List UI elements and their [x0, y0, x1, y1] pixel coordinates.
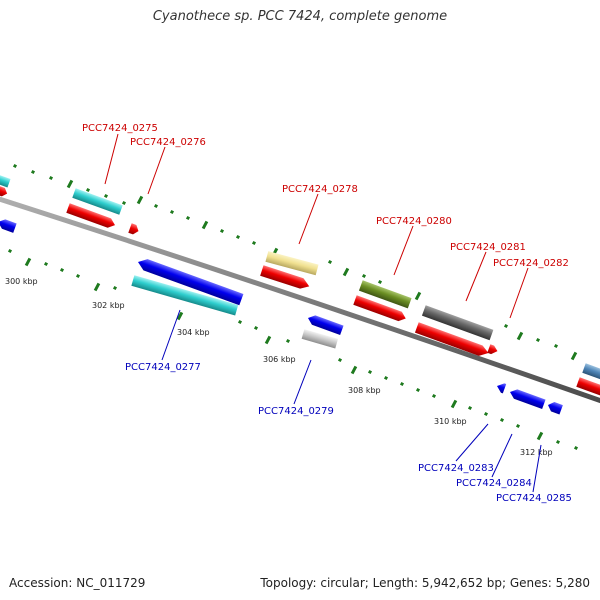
- gene-label-0282[interactable]: PCC7424_0282: [493, 258, 569, 269]
- outer-dotted-track: [12, 163, 578, 361]
- forward-leader-lines: [104, 133, 529, 319]
- gene-glyph-0277-cyan[interactable]: [131, 275, 239, 316]
- gene-glyph-left-cyan[interactable]: [0, 174, 11, 188]
- gene-glyph-0278-red[interactable]: [260, 265, 311, 291]
- reverse-leader-lines: [161, 309, 542, 493]
- gene-label-0283[interactable]: PCC7424_0283: [418, 463, 494, 474]
- gene-glyph-0281-gray[interactable]: [421, 305, 494, 341]
- genome-backbone: [0, 196, 600, 404]
- inner-dotted-track: [7, 248, 579, 451]
- gene-glyph-0285-blue[interactable]: [546, 400, 563, 415]
- gene-glyph-0279-gray[interactable]: [301, 329, 339, 349]
- gene-label-0278[interactable]: PCC7424_0278: [282, 184, 358, 195]
- gene-glyph-0277-blue[interactable]: [136, 256, 244, 306]
- kbp-label-308: 308 kbp: [348, 386, 381, 395]
- gene-label-0277[interactable]: PCC7424_0277: [125, 362, 201, 373]
- gene-glyph-left-red[interactable]: [0, 185, 9, 198]
- leader-0280: [393, 225, 414, 276]
- map-title: Cyanothece sp. PCC 7424, complete genome: [152, 9, 448, 24]
- gene-label-0280[interactable]: PCC7424_0280: [376, 216, 452, 227]
- accession-text: Accession: NC_011729: [9, 576, 146, 590]
- leader-0284: [491, 433, 513, 478]
- gene-glyph-right-steel[interactable]: [582, 363, 600, 383]
- kbp-label-300: 300 kbp: [5, 277, 38, 286]
- genome-summary-text: Topology: circular; Length: 5,942,652 bp…: [260, 576, 590, 590]
- gene-glyph-0279-blue[interactable]: [306, 313, 344, 336]
- gene-label-0285[interactable]: PCC7424_0285: [496, 493, 572, 504]
- gene-label-0276[interactable]: PCC7424_0276: [130, 137, 206, 148]
- kbp-label-304: 304 kbp: [177, 328, 210, 337]
- gene-glyph-left-blue[interactable]: [0, 217, 17, 233]
- leader-0278: [298, 193, 319, 245]
- kbp-label-312: 312 kbp: [520, 448, 553, 457]
- gene-glyph-0276-red[interactable]: [128, 223, 140, 235]
- leader-0275: [104, 133, 119, 185]
- gene-glyph-0275-red[interactable]: [66, 203, 116, 229]
- gene-glyph-0280-olive[interactable]: [358, 280, 412, 309]
- gene-glyph-0282-red[interactable]: [487, 344, 499, 356]
- gene-glyph-0280-red[interactable]: [353, 295, 407, 323]
- gene-glyph-0281-red[interactable]: [414, 322, 490, 358]
- gene-label-0284[interactable]: PCC7424_0284: [456, 478, 532, 489]
- gene-label-0279[interactable]: PCC7424_0279: [258, 406, 334, 417]
- gene-label-0275[interactable]: PCC7424_0275: [82, 123, 158, 134]
- kbp-label-302: 302 kbp: [92, 301, 125, 310]
- gene-glyph-0284-blue[interactable]: [508, 387, 546, 410]
- gene-glyph-0283-blue[interactable]: [495, 381, 507, 394]
- gene-glyph-0275-cyan[interactable]: [72, 188, 123, 215]
- leader-0282: [509, 267, 529, 319]
- leader-0281: [465, 251, 487, 302]
- kbp-label-306: 306 kbp: [263, 355, 296, 364]
- leader-0279: [293, 359, 312, 405]
- leader-0277: [161, 309, 181, 361]
- leader-0276: [147, 146, 166, 195]
- gene-glyph-0278-yellow[interactable]: [265, 251, 319, 276]
- gene-label-0281[interactable]: PCC7424_0281: [450, 242, 526, 253]
- leader-0285: [532, 444, 542, 493]
- leader-0283: [455, 423, 489, 462]
- kbp-label-310: 310 kbp: [434, 417, 467, 426]
